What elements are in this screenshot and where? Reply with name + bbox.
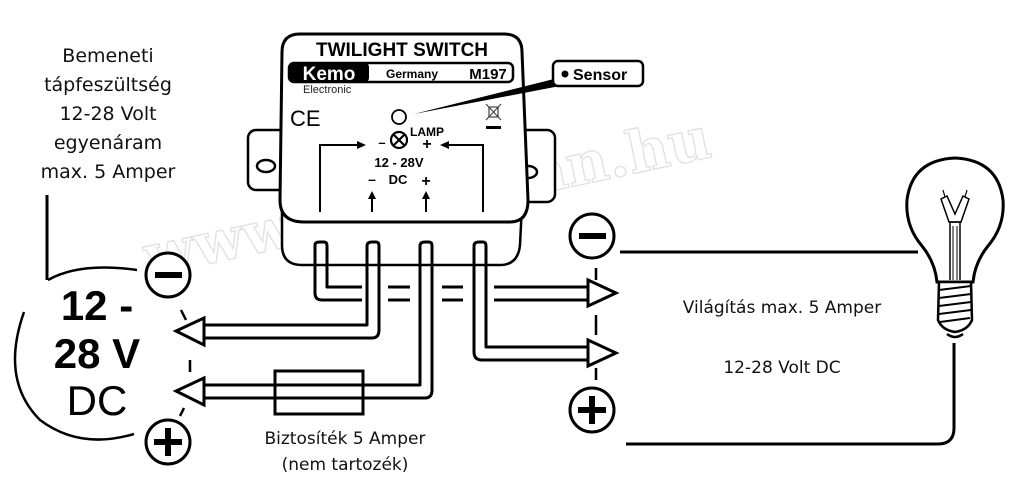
supply-wire-top [47, 266, 138, 282]
supply-voltage-1: 12 - [61, 282, 133, 329]
sensor-pointer [414, 78, 560, 114]
input-note-line: egyenáram [54, 132, 162, 154]
fuse [273, 369, 365, 416]
fuse-label: Biztosíték 5 Amper [265, 429, 426, 449]
input-note-line: max. 5 Amper [41, 161, 176, 183]
supply-voltage-2: 28 V [54, 330, 140, 377]
input-note-line: Bemeneti [62, 45, 153, 67]
supply-outline-dashes [178, 309, 192, 417]
plus-circle-icon [144, 418, 192, 466]
wire-leads [200, 240, 590, 400]
input-arrows [172, 315, 206, 408]
dc-plus: + [421, 173, 430, 190]
light-bulb-icon [905, 156, 1005, 339]
sensor-bullet-icon [561, 70, 569, 78]
fuse-element [275, 383, 363, 400]
supply-outline [13, 311, 135, 441]
plus-circle-icon [568, 386, 616, 434]
lamp-label: LAMP [410, 125, 444, 139]
supply-voltage-label: 12 - 28V [374, 155, 423, 170]
minus-circle-icon [568, 212, 616, 260]
brand-country: Germany [386, 67, 438, 81]
dc-minus: – [368, 171, 376, 187]
lamp-symbol-icon [389, 130, 409, 150]
input-note-line: tápfeszültség [44, 74, 172, 96]
mount-hole-left [255, 158, 277, 174]
lamp-minus: – [378, 135, 385, 150]
fuse-note: (nem tartozék) [282, 455, 409, 475]
input-note: Bemeneti tápfeszültség 12-28 Volt egyená… [41, 45, 176, 183]
brand-logo-bg [289, 63, 369, 82]
sensor-window [391, 109, 407, 125]
supply-type: DC [67, 377, 128, 424]
minus-circle-icon [144, 251, 192, 299]
input-note-line: 12-28 Volt [59, 103, 156, 125]
output-arrows [586, 277, 620, 369]
load-wire-positive [626, 343, 956, 446]
sensor-callout [551, 59, 645, 88]
load-voltage: 12-28 Volt DC [723, 358, 840, 378]
brand-sub: Electronic [303, 84, 352, 96]
weee-bin-icon [485, 103, 502, 129]
ce-mark: CE [290, 106, 321, 131]
module-arrowheads [357, 141, 449, 199]
sensor-label: Sensor [573, 67, 627, 84]
model-number: M197 [469, 66, 507, 83]
module-title: TWILIGHT SWITCH [316, 40, 488, 61]
load-rating: Világítás max. 5 Amper [683, 298, 881, 318]
lamp-plus: + [422, 136, 431, 153]
dc-label: DC [389, 172, 408, 187]
brand-logo: Kemo [303, 64, 356, 85]
